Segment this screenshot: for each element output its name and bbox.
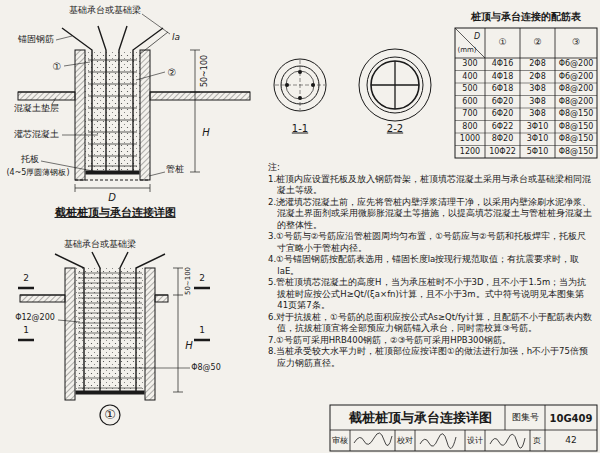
table-header: ② — [533, 38, 541, 48]
part-label: 基础承台或基础梁 — [69, 6, 141, 16]
note-text: 1.桩顶内应设置托板及放入钢筋骨架，桩顶填芯混凝土采用与承台或基础梁相同混凝土等… — [268, 174, 594, 197]
table-cell: 6Φ22 — [492, 122, 514, 131]
note-text: 7.①号筋可采用HRB400钢筋，②③号筋可采用HPB300钢筋。 — [268, 335, 594, 347]
titleblock-text: 设计 — [467, 437, 483, 446]
note-text: 4.①号锚固钢筋按配筋表选用，锚固长度la按现行规范取值；有抗震要求时，取laE… — [268, 254, 594, 277]
section-marker: 2 — [23, 274, 29, 284]
table-cell: 3Φ10 — [527, 122, 549, 131]
table-cell: 400 — [462, 72, 477, 81]
detail-caption: 截桩桩顶与承台连接详图 — [55, 207, 176, 219]
table-cell: 800 — [462, 122, 477, 131]
table-cell: Φ6@200 — [559, 60, 594, 69]
detail-number: ① — [104, 408, 116, 422]
table-cell: Φ8@200 — [559, 85, 594, 94]
part-label: 托板 — [21, 155, 39, 165]
table-cell: 1200 — [460, 147, 480, 156]
table-cell: Φ8@150 — [559, 110, 594, 119]
titleblock-text: 页 — [533, 437, 541, 446]
table-cell: 5Φ10 — [527, 147, 549, 156]
part-label: 基础承台或基础梁 — [64, 240, 136, 250]
table-cell: 8Φ20 — [492, 135, 514, 144]
table-header: (mm) — [457, 47, 476, 55]
table-header: D — [474, 33, 480, 42]
section-marker: 1 — [199, 326, 205, 336]
table-cell: Φ6@200 — [559, 72, 594, 81]
titleblock-text: 10G409 — [550, 413, 593, 424]
table-cell: Φ8@200 — [559, 97, 594, 106]
dimension-text: 50~100 — [185, 267, 193, 295]
table-cell: Φ8@150 — [559, 147, 594, 156]
table-cell: 4Φ18 — [492, 72, 514, 81]
table-cell: 3Φ10 — [527, 135, 549, 144]
dimension-text: la — [172, 33, 180, 43]
table-cell: 6Φ20 — [492, 97, 514, 106]
note-text: 2.浇灌填芯混凝土前，应先将管桩内壁浮浆清理干净，以采用内壁涂刷水泥净浆、混凝土… — [268, 197, 594, 232]
table-cell: 10Φ22 — [489, 147, 516, 156]
section-marker: 2 — [199, 274, 205, 284]
titleblock-text: 审核 — [332, 437, 348, 446]
table-cell: 1000 — [460, 135, 480, 144]
dimension-text: H — [185, 340, 193, 351]
part-label: 管桩 — [166, 165, 184, 175]
table-cell: 500 — [462, 85, 477, 94]
note-text: 3.①号筋与②号筋应沿管桩圆周均匀布置，①号筋应与②号筋和托板焊牢，托板尺寸宜略… — [268, 231, 594, 254]
titleblock-text: 42 — [565, 436, 576, 446]
table-header: ① — [498, 38, 506, 48]
table-cell: Φ8@150 — [559, 135, 594, 144]
notes-block: 注:1.桩顶内应设置托板及放入钢筋骨架，桩顶填芯混凝土采用与承台或基础梁相同混凝… — [268, 162, 594, 369]
table-cell: 700 — [462, 110, 477, 119]
table-cell: 4Φ16 — [492, 60, 514, 69]
table-title: 桩顶与承台连接的配筋表 — [471, 11, 581, 22]
table-cell: 6Φ20 — [492, 110, 514, 119]
note-text: 6.对于抗拔桩，①号筋的总面积应按公式As≥Qt/fy计算，且配筋不小于配筋表内… — [268, 312, 594, 335]
section-label: 2-2 — [387, 123, 403, 134]
drawing-title: 截桩桩顶与承台连接详图 — [349, 411, 492, 425]
table-cell: Φ8@150 — [559, 122, 594, 131]
titleblock-text: 图集号 — [512, 413, 539, 423]
table-cell: 2Φ8 — [529, 72, 545, 81]
table-header: ③ — [572, 38, 580, 48]
part-label: 灌芯混凝土 — [14, 130, 59, 140]
dimension-text: 50~100 — [201, 55, 210, 87]
callout-number: ① — [53, 61, 62, 72]
rebar-label: Φ8@50 — [191, 364, 221, 373]
dimension-text: H — [202, 127, 210, 138]
table-cell: 3Φ8 — [529, 110, 545, 119]
table-cell: 3Φ8 — [529, 85, 545, 94]
part-label: 混凝土垫层 — [14, 104, 59, 114]
dimension-text: D — [108, 192, 116, 203]
part-label: (4~5厚圆薄钢板) — [6, 169, 69, 178]
section-label: 1-1 — [292, 123, 308, 134]
table-cell: 600 — [462, 97, 477, 106]
rebar-label: Φ12@200 — [15, 314, 55, 323]
table-cell: 300 — [462, 60, 477, 69]
table-cell: 3Φ8 — [529, 97, 545, 106]
section-marker: 1 — [23, 326, 29, 336]
callout-number: ② — [168, 67, 177, 78]
note-text: 5.管桩顶填芯混凝土的高度H，当为承压桩时不小于3D，且不小于1.5m；当为抗拔… — [268, 277, 594, 312]
table-cell: 2Φ8 — [529, 60, 545, 69]
titleblock-text: 校对 — [397, 437, 413, 446]
table-cell: 6Φ18 — [492, 85, 514, 94]
note-text: 8.当桩承受较大水平力时，桩顶部位应按详图①的做法进行加强，h不小于75倍预应力… — [268, 346, 594, 369]
note-text: 注: — [268, 162, 594, 174]
part-label: 锚固钢筋 — [18, 35, 54, 45]
